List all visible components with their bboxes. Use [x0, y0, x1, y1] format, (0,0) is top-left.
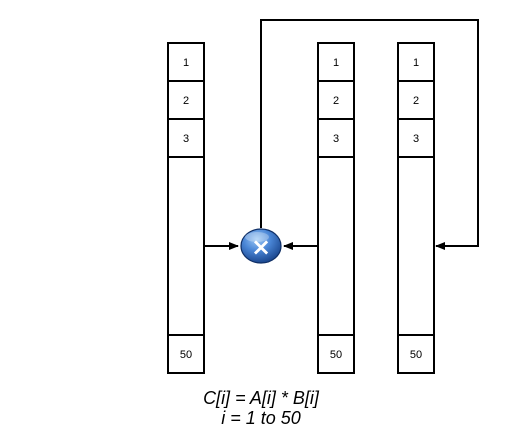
- array-a-cell-50: 50: [330, 349, 342, 361]
- array-a-cell-1: 1: [333, 57, 339, 69]
- array-c: 1 2 3 50: [167, 42, 205, 374]
- formula-caption: C[i] = A[i] * B[i]: [203, 388, 319, 408]
- array-b: 1 2 3 50: [397, 42, 435, 374]
- array-a-cell-2: 2: [333, 95, 339, 107]
- array-c-cell-50: 50: [180, 349, 192, 361]
- array-b-cell-1: 1: [413, 57, 419, 69]
- array-c-cell-1: 1: [183, 57, 189, 69]
- array-b-cell-3: 3: [413, 133, 419, 145]
- array-b-cell-2: 2: [413, 95, 419, 107]
- multiply-icon: ×: [251, 233, 271, 261]
- array-b-cell-50: 50: [410, 349, 422, 361]
- arrow-b-to-multiply: [260, 19, 479, 250]
- array-a-cell-3: 3: [333, 133, 339, 145]
- array-a: 1 2 3 50: [317, 42, 355, 374]
- array-c-cell-3: 3: [183, 133, 189, 145]
- array-c-cell-2: 2: [183, 95, 189, 107]
- range-caption: i = 1 to 50: [221, 408, 301, 428]
- multiply-node: ×: [240, 228, 282, 264]
